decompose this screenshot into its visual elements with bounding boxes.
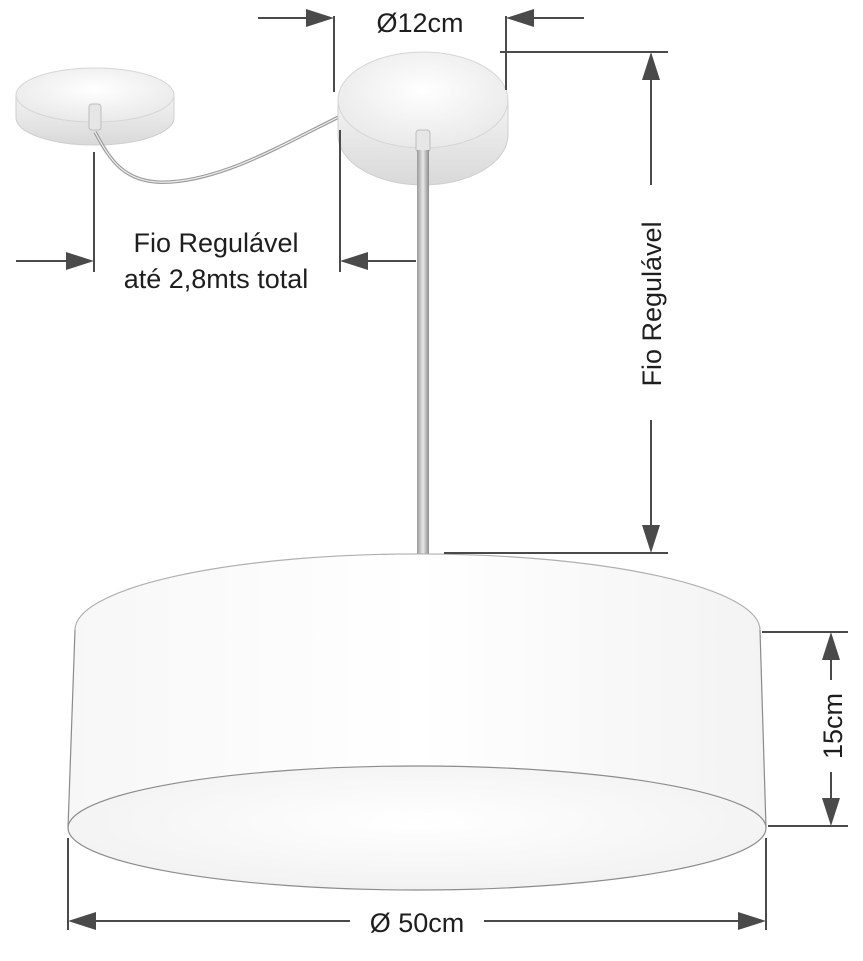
canopy-diameter-label: Ø12cm	[376, 8, 463, 38]
drum-shade	[67, 553, 767, 891]
side-cable-label-line1: Fio Regulável	[133, 228, 298, 258]
shade-height-dimension: 15cm	[762, 631, 848, 827]
left-canopy	[15, 67, 175, 146]
shade-height-label: 15cm	[818, 693, 848, 759]
side-cable-label-line2: até 2,8mts total	[124, 264, 309, 294]
side-cable-dimension: Fio Regulável até 2,8mts total	[16, 130, 416, 294]
pendant-cable	[417, 150, 429, 555]
right-canopy	[337, 51, 509, 186]
vertical-cable-dimension: Fio Regulável	[444, 51, 668, 554]
shade-diameter-label: Ø 50cm	[370, 908, 465, 938]
shade-diameter-dimension: Ø 50cm	[67, 838, 767, 938]
vertical-cable-label: Fio Regulável	[637, 221, 667, 386]
